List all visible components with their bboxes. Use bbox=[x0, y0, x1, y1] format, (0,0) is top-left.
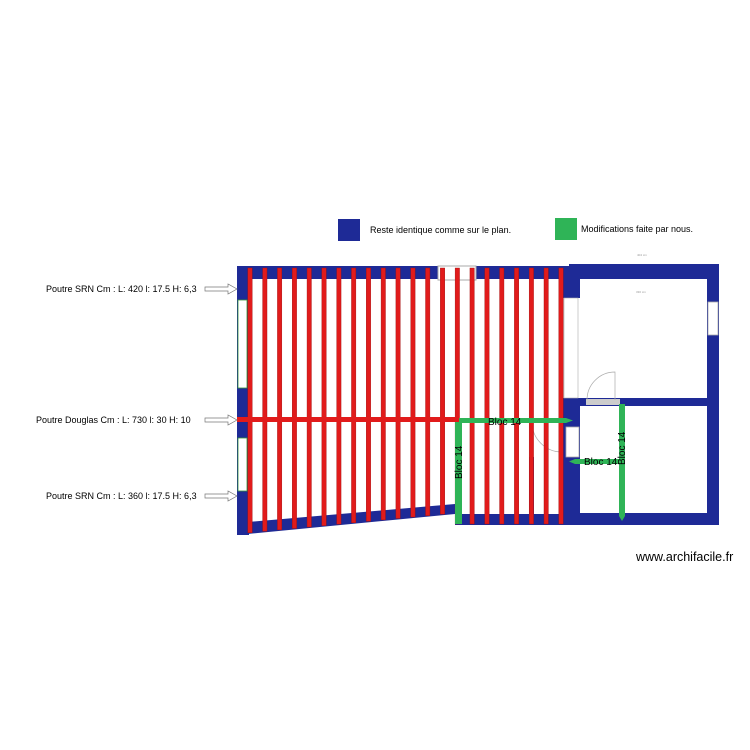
legend-label-modified: Modifications faite par nous. bbox=[581, 224, 693, 234]
bloc-label-horizontal-right: Bloc 14 bbox=[584, 457, 618, 468]
joist bbox=[528, 267, 534, 525]
legend-swatch-unchanged bbox=[338, 219, 360, 241]
joist bbox=[514, 267, 519, 525]
joist bbox=[380, 267, 386, 521]
joist bbox=[351, 267, 357, 523]
joist bbox=[395, 267, 401, 519]
joist bbox=[410, 267, 416, 518]
legend-label-unchanged: Reste identique comme sur le plan. bbox=[370, 225, 511, 235]
beam-label-bottom: Poutre SRN Cm : L: 360 l: 17.5 H: 6,3 bbox=[46, 491, 197, 501]
beam-label-top: Poutre SRN Cm : L: 420 l: 17.5 H: 6,3 bbox=[46, 284, 197, 294]
joist bbox=[469, 267, 475, 525]
joist bbox=[543, 267, 549, 525]
bloc-label-vertical-left: Bloc 14 bbox=[454, 445, 465, 479]
modifications bbox=[455, 404, 625, 524]
joist bbox=[336, 267, 342, 525]
joist bbox=[425, 267, 431, 516]
joist bbox=[499, 267, 505, 525]
dimension-room: 330 cm bbox=[636, 290, 646, 294]
joist bbox=[247, 267, 253, 533]
arrows bbox=[204, 283, 238, 502]
dimension-top: 404 cm bbox=[637, 253, 647, 257]
joist bbox=[321, 267, 327, 526]
watermark: www.archifacile.fr bbox=[635, 550, 733, 564]
joist bbox=[558, 267, 564, 525]
joist bbox=[306, 267, 312, 528]
douglas-beam bbox=[237, 417, 459, 422]
legend-swatch-modified bbox=[555, 218, 577, 240]
joist bbox=[366, 267, 371, 522]
joists bbox=[247, 267, 564, 533]
joist bbox=[277, 267, 283, 531]
bloc-label-vertical-right: Bloc 14 bbox=[617, 431, 628, 465]
joist bbox=[440, 267, 445, 515]
joist bbox=[262, 267, 268, 532]
joist bbox=[484, 267, 490, 525]
beam-label-middle: Poutre Douglas Cm : L: 730 l: 30 H: 10 bbox=[36, 415, 191, 425]
joist bbox=[292, 267, 297, 529]
bloc-label-horizontal-top: Bloc 14 bbox=[488, 417, 522, 428]
